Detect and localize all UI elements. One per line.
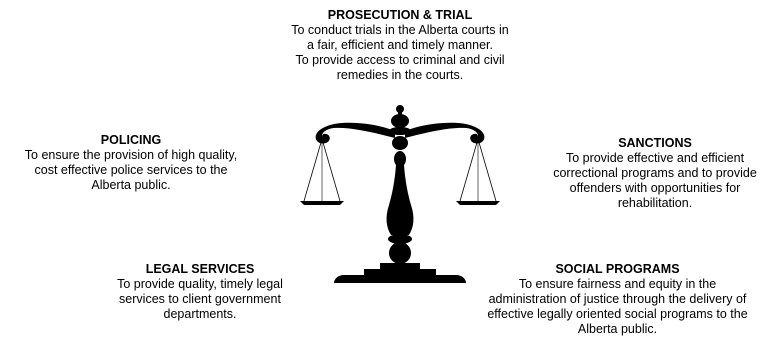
social-line-1: To ensure fairness and equity in the <box>518 277 717 291</box>
policing-heading: POLICING <box>100 133 162 147</box>
sanctions-block: SANCTIONS To provide effective and effic… <box>535 136 775 211</box>
policing-line-2: cost effective police services to the <box>34 163 228 177</box>
legal-heading: LEGAL SERVICES <box>145 262 255 276</box>
scale-base-knob <box>389 242 411 264</box>
policing-block: POLICING To ensure the provision of high… <box>0 133 262 193</box>
scale-right-pan <box>456 201 500 205</box>
social-line-2: administration of justice through the de… <box>488 292 747 306</box>
scale-left-string-1 <box>303 138 323 202</box>
scale-crown <box>391 114 409 128</box>
scale-base-tier-2 <box>364 269 436 275</box>
sanctions-line-3: offenders with opportunities for <box>569 181 741 195</box>
sanctions-line-2: correctional programs and to provide <box>553 166 757 180</box>
scales-of-justice-icon <box>300 105 500 283</box>
social-line-3: effective legally oriented social progra… <box>487 307 748 321</box>
policing-line-3: Alberta public. <box>91 178 171 192</box>
scale-right-string-1 <box>459 138 479 202</box>
scale-left-arm <box>315 122 395 144</box>
scale-right-string-2 <box>477 138 497 202</box>
prosecution-line-3: To provide access to criminal and civil <box>295 53 505 67</box>
prosecution-trial-block: PROSECUTION & TRIAL To conduct trials in… <box>230 8 570 83</box>
sanctions-line-1: To provide effective and efficient <box>565 151 745 165</box>
scale-left-string-2 <box>321 138 341 202</box>
prosecution-heading: PROSECUTION & TRIAL <box>327 8 473 22</box>
scale-right-arm <box>405 122 485 144</box>
policing-line-1: To ensure the provision of high quality, <box>24 148 238 162</box>
social-programs-block: SOCIAL PROGRAMS To ensure fairness and e… <box>455 262 780 337</box>
sanctions-heading: SANCTIONS <box>618 136 692 150</box>
legal-services-block: LEGAL SERVICES To provide quality, timel… <box>70 262 330 322</box>
scale-column-knob <box>392 136 408 150</box>
social-line-4: Alberta public. <box>577 322 658 336</box>
prosecution-line-4: remedies in the courts. <box>336 68 464 82</box>
scale-base-tier-1 <box>380 263 420 269</box>
scale-base <box>334 275 466 283</box>
legal-line-3: departments. <box>163 307 237 321</box>
prosecution-line-1: To conduct trials in the Alberta courts … <box>291 23 509 37</box>
sanctions-line-4: rehabilitation. <box>617 196 693 210</box>
social-heading: SOCIAL PROGRAMS <box>555 262 680 276</box>
legal-line-1: To provide quality, timely legal <box>117 277 283 291</box>
scale-left-pan <box>300 201 344 205</box>
prosecution-line-2: a fair, efficient and timely manner. <box>307 38 493 52</box>
scale-column <box>386 165 414 235</box>
legal-line-2: services to client government <box>119 292 281 306</box>
